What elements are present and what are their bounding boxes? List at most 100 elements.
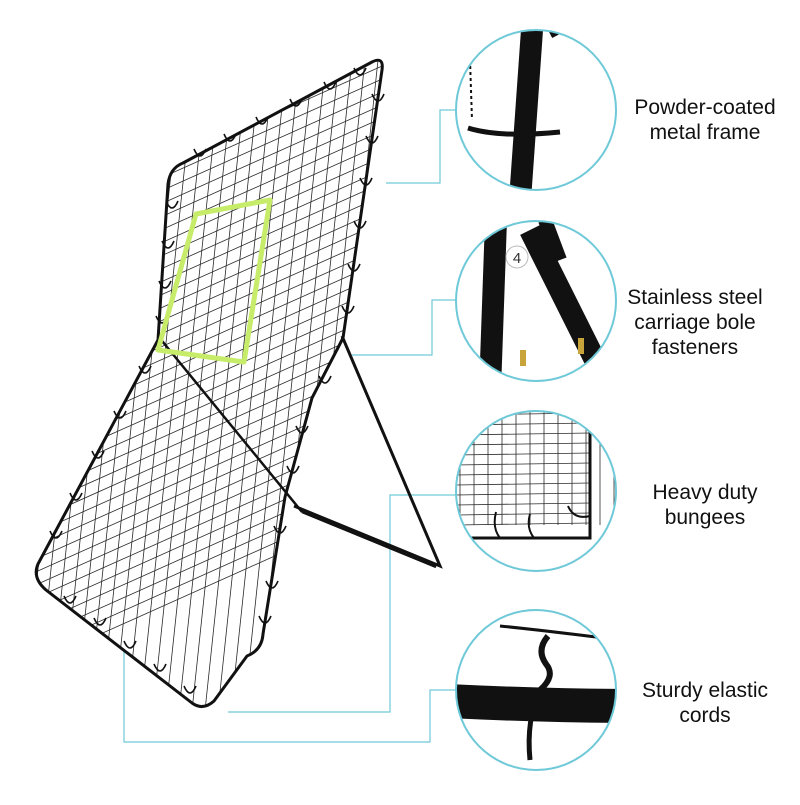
- net-strand-horizontal: [36, 60, 383, 86]
- net-strand-vertical: [36, 60, 93, 707]
- net-strand-vertical: [47, 60, 119, 707]
- net-strand-horizontal: [20, 0, 400, 59]
- bungee-loop: [123, 640, 137, 649]
- bolt-end-2: [578, 338, 584, 354]
- bungee-loop: [165, 200, 179, 209]
- mini-net-strand-horizontal: [456, 502, 591, 506]
- net-strand-vertical: [399, 60, 469, 720]
- bungee-loop: [223, 133, 237, 142]
- net-strand-horizontal: [20, 0, 400, 7]
- net-strand-vertical: [86, 60, 158, 707]
- net-strand-horizontal: [36, 278, 383, 450]
- bungee-loop: [318, 375, 332, 384]
- bungee-loops: [49, 67, 385, 694]
- feature-label-frame-line-1: Powder-coated: [634, 96, 776, 119]
- net-strand-horizontal: [36, 70, 383, 242]
- net-strand-vertical: [164, 60, 236, 707]
- frame-tube-left: [479, 221, 507, 381]
- bungee-loop: [91, 450, 105, 459]
- net-strand-horizontal: [36, 135, 383, 307]
- frame-tube-vertical: [509, 30, 543, 190]
- feature-label-fasteners: Stainless steel carriage bole fasteners: [600, 285, 790, 360]
- bungee-loop: [258, 615, 272, 624]
- net-strand-vertical: [138, 60, 210, 707]
- net-strand-horizontal: [36, 60, 383, 164]
- bungee-loop: [273, 525, 287, 534]
- mini-bungees: [493, 505, 591, 539]
- detail-circle-cords: [456, 624, 616, 761]
- detail-circle-frame: [467, 30, 591, 190]
- net-strand-horizontal: [36, 291, 383, 463]
- net-strand-horizontal: [36, 174, 383, 346]
- callout-line-2: [352, 299, 456, 356]
- bungee-loop: [295, 425, 309, 434]
- net-strand-vertical: [36, 60, 106, 707]
- bungee-loop: [347, 263, 361, 272]
- net-strand-horizontal: [36, 83, 383, 255]
- net-strand-vertical: [36, 60, 67, 707]
- bungee-loop: [138, 365, 152, 374]
- detail-circle-bungees: [456, 411, 615, 540]
- net-strand-vertical: [177, 60, 249, 707]
- feature-label-fasteners-line-3: fasteners: [651, 336, 739, 359]
- target-zone: [155, 197, 273, 365]
- bungee-loop: [158, 280, 172, 289]
- bungee-loop: [255, 116, 269, 125]
- net-strand-horizontal: [36, 60, 383, 73]
- bungee-loop: [161, 240, 175, 249]
- net-strand-horizontal: [36, 447, 383, 619]
- net-strand-vertical: [151, 60, 223, 707]
- support-leg: [293, 335, 443, 569]
- bungee-loop: [63, 595, 77, 604]
- detail-circle-1-border: [455, 29, 617, 191]
- net-strand-horizontal: [36, 200, 383, 372]
- bungee-loop: [341, 305, 355, 314]
- feature-label-bungees-line-2: bungees: [664, 506, 746, 529]
- net-strand-horizontal: [36, 226, 383, 398]
- net-strand-horizontal: [36, 60, 383, 138]
- net-strand-horizontal: [20, 0, 400, 46]
- number-badge: [505, 245, 529, 269]
- net-strand-vertical: [99, 60, 171, 707]
- lashing-cord: [467, 125, 561, 137]
- bungee-loop: [365, 135, 379, 144]
- net-strand-horizontal: [36, 60, 383, 216]
- net-strand-horizontal: [36, 317, 383, 489]
- mini-net-strand-horizontal: [456, 522, 591, 526]
- net-strand-horizontal: [36, 434, 383, 606]
- feature-label-cords: Sturdy elastic cords: [610, 678, 800, 728]
- net-strand-vertical: [268, 60, 340, 707]
- net-strand-horizontal: [36, 60, 383, 177]
- net-strand-horizontal: [36, 460, 383, 632]
- mini-net-strand-horizontal: [456, 512, 591, 516]
- bungee-loop: [289, 98, 303, 107]
- net-strand-vertical: [242, 60, 314, 707]
- net-strand-horizontal: [36, 265, 383, 437]
- net-strand-horizontal: [20, 0, 400, 33]
- s-hook: [537, 634, 553, 693]
- net-strand-horizontal: [36, 356, 383, 528]
- feature-label-fasteners-line-2: carriage bole: [634, 311, 756, 334]
- mini-net-strand-horizontal: [456, 472, 591, 476]
- bungee-loop: [193, 148, 207, 157]
- net-strand-vertical: [0, 60, 14, 720]
- net-strand-horizontal: [36, 60, 383, 190]
- feature-label-bungees-line-1: Heavy duty: [652, 481, 758, 504]
- bungee-loop: [93, 617, 107, 626]
- net-strand-vertical: [451, 60, 521, 720]
- bungee-loop: [353, 220, 367, 229]
- bungee-loop: [49, 530, 63, 539]
- feature-label-frame-line-2: metal frame: [649, 121, 761, 144]
- feature-label-frame: Powder-coated metal frame: [610, 95, 800, 145]
- mini-net-strand-horizontal: [456, 452, 591, 456]
- frame-tube-top: [543, 30, 591, 38]
- net-edge-cord: [499, 624, 616, 642]
- bungee-loop: [113, 410, 127, 419]
- feature-label-fasteners-line-1: Stainless steel: [627, 286, 763, 309]
- frame-crossbar: [157, 335, 303, 513]
- net-strand-vertical: [386, 60, 456, 720]
- mini-net-strand-horizontal: [456, 432, 591, 436]
- net-strand-vertical: [36, 60, 54, 707]
- net-strand-horizontal: [36, 60, 383, 151]
